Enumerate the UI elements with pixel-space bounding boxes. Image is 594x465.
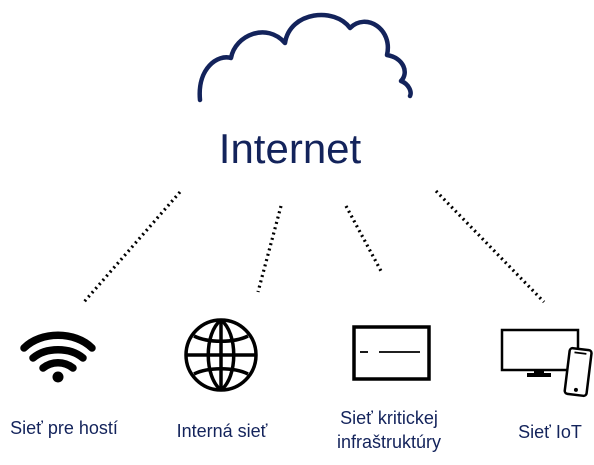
diagram-title: Internet: [218, 125, 362, 172]
node-label-critical: Sieť kritickej infraštruktúry: [326, 406, 452, 454]
node-label-critical-line-2: infraštruktúry: [336, 432, 442, 452]
node-label-iot: Sieť IoT: [518, 422, 582, 442]
globe-icon: [184, 318, 258, 392]
wifi-icon: [20, 331, 96, 372]
monitor-phone-icon: [500, 328, 593, 398]
connector-guest: [82, 190, 182, 304]
cloud-icon: [197, 12, 413, 103]
node-label-guest: Sieť pre hostí: [10, 418, 118, 438]
connectors: [82, 189, 546, 304]
panel-icon: [352, 325, 431, 381]
connector-internal: [256, 205, 283, 293]
wifi-dot: [52, 371, 64, 383]
connector-iot: [434, 189, 546, 304]
node-label-internal: Interná sieť: [176, 421, 268, 441]
connector-critical: [344, 205, 383, 272]
node-label-critical-line-1: Sieť kritickej: [340, 408, 438, 428]
